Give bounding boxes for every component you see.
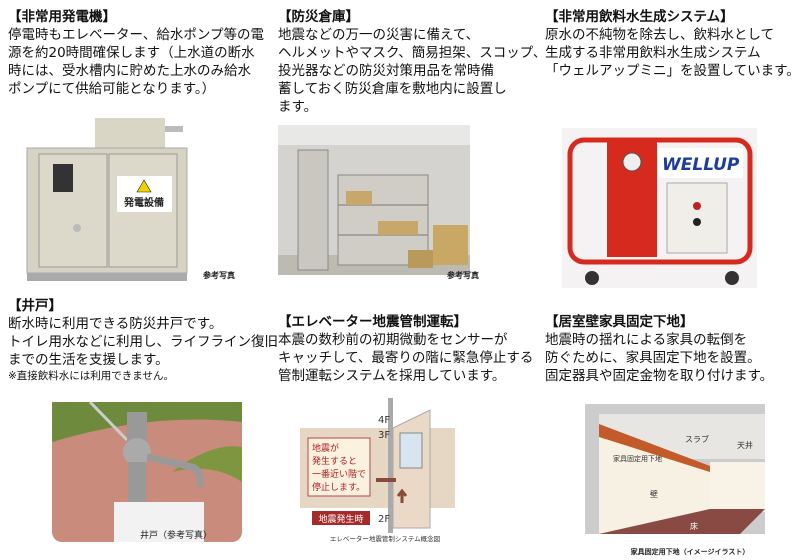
svg-text:地震が 発生すると 一番近い階で 停: 地震が 発生すると 一番近い階で 停止します。: [312, 442, 369, 493]
elevator-line: 管制運転システムを採用しています。: [278, 368, 506, 384]
callout-line: 停止します。: [312, 481, 365, 493]
storage-section: 【防災倉庫】 地震などの万一の災害に備えて、 ヘルメットやマスク、簡易担架、スコ…: [278, 8, 546, 116]
well-section: 【井戸】 断水時に利用できる防災井戸です。 トイレ用水などに利用し、ライフライン…: [8, 297, 278, 384]
up-arrow-icon: [396, 488, 408, 503]
generator-line: 源を約20時間確保します（上水道の断水: [8, 45, 255, 61]
storage-title: 【防災倉庫】: [278, 9, 359, 25]
water-section: 【非常用飲料水生成システム】 原水の不純物を除去し、飲料水として 生成する非常用…: [545, 8, 800, 80]
floor-label: 床: [690, 521, 698, 531]
generator-section: 【非常用発電機】 停電時もエレベーター、給水ポンプ等の電 源を約20時間確保しま…: [8, 8, 264, 98]
storage-line: ます。: [278, 99, 318, 115]
wellup-logo: WELLUP: [662, 155, 740, 175]
generator-caption: 参考写真: [203, 271, 235, 280]
well-line: 断水時に利用できる防災井戸です。: [8, 316, 223, 332]
elevator-section: 【エレベーター地震管制運転】 本震の数秒前の初期微動をセンサーが キャッチして、…: [278, 313, 533, 385]
wall-label: 壁: [650, 489, 658, 499]
storage-line: 蓄しておく防災倉庫を敷地内に設置し: [278, 81, 507, 97]
furniture-line: 固定器具や固定金物を取り付けます。: [545, 368, 774, 384]
furniture-line: 地震時の揺れによる家具の転倒を: [545, 332, 748, 348]
generator-line: 時には、受水槽内に貯めた上水のみ給水: [8, 63, 251, 79]
callout-line: 発生すると: [312, 455, 357, 467]
generator-line: ポンプにて供給可能となります。）: [8, 81, 216, 97]
well-line: トイレ用水などに利用し、ライフライン復旧: [8, 334, 278, 350]
well-caption: 井戸（参考写真）: [140, 529, 212, 541]
well-line: までの生活を支援します。: [8, 352, 169, 368]
elevator-line: 本震の数秒前の初期微動をセンサーが: [278, 332, 508, 348]
water-system-photo: WELLUP: [562, 128, 757, 288]
storage-photo: [278, 125, 470, 275]
generator-photo: 発電設備: [26, 118, 188, 281]
furniture-caption: 家具固定用下地（イメージイラスト）: [631, 547, 750, 556]
elevator-title: 【エレベーター地震管制運転】: [278, 314, 467, 330]
furniture-base-illustration: スラブ 天井 家具固定用下地 壁 床 家具固定用下地（イメージイラスト）: [585, 404, 765, 556]
floor-label: 4F: [378, 415, 390, 426]
generator-sign: 発電設備: [123, 196, 164, 209]
water-line: 生成する非常用飲料水生成システム: [545, 45, 761, 61]
storage-line: ヘルメットやマスク、簡易担架、スコップ、: [278, 45, 547, 61]
elevator-line: キャッチして、最寄りの階に緊急停止する: [278, 350, 534, 366]
earthquake-tag: 地震発生時: [318, 513, 363, 525]
storage-caption: 参考写真: [447, 271, 479, 280]
floor-label: 3F: [378, 430, 390, 441]
water-title: 【非常用飲料水生成システム】: [545, 9, 734, 25]
storage-line: 投光器などの防災対策用品を常時備: [278, 63, 494, 79]
generator-line: 停電時もエレベーター、給水ポンプ等の電: [8, 27, 264, 43]
elevator-diagram: 地震が 発生すると 一番近い階で 停止します。 4F 3F 2F 地震発生時 エ…: [300, 398, 455, 543]
water-line: 「ウェルアップミニ」を設置しています。: [545, 63, 800, 79]
furniture-section: 【居室壁家具固定下地】 地震時の揺れによる家具の転倒を 防ぐために、家具固定下地…: [545, 313, 773, 385]
water-line: 原水の不純物を除去し、飲料水として: [545, 27, 775, 43]
well-pump-photo: 井戸（参考写真）: [52, 402, 242, 542]
furniture-line: 防ぐために、家具固定下地を設置。: [545, 350, 761, 366]
furniture-title: 【居室壁家具固定下地】: [545, 314, 694, 330]
floor-label: 2F: [378, 514, 390, 525]
slab-label: スラブ: [685, 434, 709, 444]
callout-line: 一番近い階で: [312, 468, 366, 480]
well-note: ※直接飲料水には利用できません。: [8, 370, 174, 382]
callout-line: 地震が: [312, 442, 339, 454]
base-label: 家具固定用下地: [613, 454, 662, 463]
ceiling-label: 天井: [737, 440, 753, 450]
storage-line: 地震などの万一の災害に備えて、: [278, 27, 480, 43]
well-title: 【井戸】: [8, 298, 62, 314]
generator-title: 【非常用発電機】: [8, 9, 116, 25]
elevator-caption: エレベーター地震管制システム概念図: [330, 534, 440, 543]
